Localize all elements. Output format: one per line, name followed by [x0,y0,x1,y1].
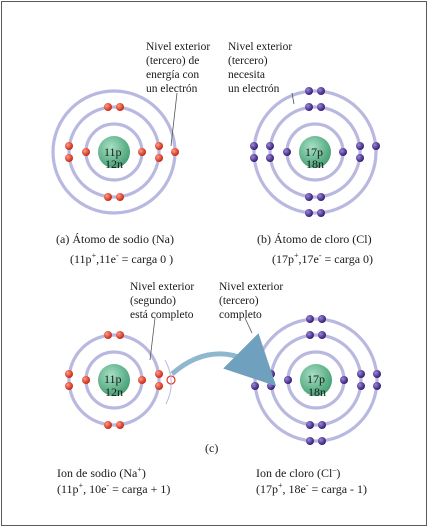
cl-atom-electron [305,103,313,111]
na-atom-orbit-2 [67,105,161,199]
callout-line-b [291,92,295,105]
caption-sodium-atom: (a) Átomo de sodio (Na) [56,232,174,246]
cl-atom-electron [250,142,258,150]
cl-ion-electron [284,376,292,384]
caption-sodium-ion: Ion de sodio (Na+) [57,465,146,480]
electron-transfer-arrow [170,333,277,387]
cl-nucleus-neutrons: 18n [306,157,324,171]
na-atom-electron [138,148,146,156]
na-nucleus-protons: 11p [104,145,122,159]
cl-atom-electron [317,87,325,95]
cl-atom-electron [305,87,313,95]
na-ion-electron [104,421,112,429]
na-atom-electron [104,193,112,201]
na-ion-electron [155,382,163,390]
na-ion-nucleus-neutrons: 12n [105,385,123,399]
caption-chlorine-charge: (17p+,17e- = carga 0) [272,251,374,266]
callout-line-a [170,92,178,147]
cl-ion-electron [357,382,365,390]
cl-ion-electron [267,370,275,378]
na-atom-electron [65,154,73,162]
cl-atom-electron [317,103,325,111]
cl-atom-electron [266,142,274,150]
cl-ion-electron [306,437,314,445]
cl-ion-electron [306,331,314,339]
caption-sodium-ion-charge: (11p+, 10e- = carga + 1) [57,481,171,496]
cl-ion-electron [306,315,314,323]
callout-sodium-outer-shell: Nivel exterior (tercero) de energía con … [146,41,211,95]
cl-atom-electron [339,148,347,156]
na-ion-nucleus [98,364,130,396]
cl-atom-electron [266,154,274,162]
callout-line-c-right [244,317,253,334]
na-ion-orbit-2 [67,333,161,427]
na-nucleus-neutrons: 12n [105,157,123,171]
na-atom-electron [82,148,90,156]
cl-ion-electron [318,315,326,323]
cl-ion-electron [357,370,365,378]
cl-atom-electron [305,209,313,217]
na-atom-electron [171,148,179,156]
cl-ion-nucleus-neutrons: 18n [308,385,326,399]
cl-atom-electron [305,193,313,201]
na-ion-electron [116,421,124,429]
cl-ion-electron [373,382,381,390]
cl-atom-orbit-2 [268,105,362,199]
na-ion-electron [116,331,124,339]
na-ion-electron [104,331,112,339]
cl-ion-electron [318,331,326,339]
na-ion-electron [155,370,163,378]
panel-c-label: (c) [205,441,219,455]
na-atom-electron [155,154,163,162]
callout-chloride-ion-shell: Nivel exterior (tercero) completo [219,281,284,321]
na-atom-electron [155,142,163,150]
cl-ion-electron [318,437,326,445]
na-atom-electron [65,142,73,150]
removed-shell-arc [164,359,172,405]
callout-chlorine-outer-shell: Nivel exterior (tercero) necesita un ele… [228,41,293,95]
cl-ion-nucleus-protons: 17p [307,372,325,386]
cl-atom-nucleus [299,136,331,168]
cl-ion-electron [318,421,326,429]
na-ion-electron [65,382,73,390]
cl-atom-electron [372,142,380,150]
cl-atom-electron [356,142,364,150]
na-atom-electron [104,103,112,111]
na-ion-electron [65,370,73,378]
cl-ion-electron [267,382,275,390]
na-atom-electron [116,193,124,201]
caption-chlorine-atom: (b) Átomo de cloro (Cl) [257,232,372,246]
na-atom-nucleus [98,136,130,168]
cl-atom-electron [317,209,325,217]
callout-line-c-left [149,317,156,361]
cl-atom-electron [356,154,364,162]
callout-sodium-ion-shell: Nivel exterior (segundo) está completo [130,281,195,321]
na-ion-electron [138,376,146,384]
caption-chloride-ion: Ion de cloro (Cl–) [256,465,341,480]
na-ion-electron [82,376,90,384]
caption-sodium-charge: (11p+,11e- = carga 0 ) [70,251,174,266]
cl-ion-electron [306,421,314,429]
na-ion-nucleus-protons: 11p [104,372,122,386]
cl-ion-electron [340,376,348,384]
cl-ion-electron [373,370,381,378]
cl-atom-electron [317,193,325,201]
cl-ion-nucleus [300,364,332,396]
cl-atom-electron [283,148,291,156]
cl-ion-electron [251,382,259,390]
caption-chloride-ion-charge: (17p+, 18e- = carga - 1) [256,481,368,496]
cl-nucleus-protons: 17p [305,145,323,159]
cl-atom-orbit-3 [252,89,378,215]
na-atom-electron [116,103,124,111]
cl-atom-electron [250,154,258,162]
